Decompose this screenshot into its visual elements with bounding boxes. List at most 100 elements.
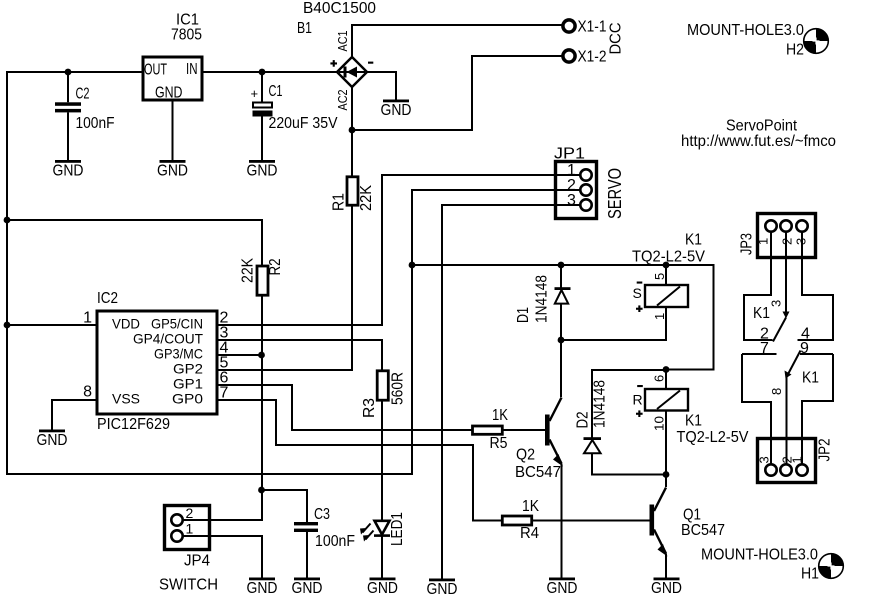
svg-text:IC1: IC1: [176, 12, 199, 29]
svg-text:R2: R2: [267, 258, 284, 275]
svg-text:3: 3: [757, 456, 772, 463]
svg-text:3: 3: [794, 238, 809, 245]
svg-text:D2: D2: [575, 411, 592, 428]
svg-text:S: S: [633, 285, 642, 301]
svg-text:GP5/CIN: GP5/CIN: [151, 316, 203, 332]
svg-text:6: 6: [652, 375, 667, 382]
svg-text:3: 3: [220, 325, 229, 342]
svg-text:2: 2: [780, 456, 795, 463]
svg-text:AC2: AC2: [335, 90, 350, 111]
svg-text:GND: GND: [547, 580, 578, 597]
svg-text:2: 2: [567, 177, 576, 194]
svg-text:Q1: Q1: [683, 507, 701, 524]
svg-text:22K: 22K: [358, 185, 375, 211]
svg-text:5: 5: [652, 273, 667, 280]
svg-text:GND: GND: [381, 102, 412, 119]
svg-text:GP3/MC: GP3/MC: [154, 346, 203, 362]
svg-text:3: 3: [769, 300, 784, 307]
svg-text:TQ2-L2-5V: TQ2-L2-5V: [632, 249, 705, 266]
svg-text:1: 1: [756, 238, 771, 245]
svg-text:C3: C3: [314, 506, 330, 523]
svg-text:http://www.fut.es/~fmco: http://www.fut.es/~fmco: [681, 133, 836, 150]
svg-text:K1: K1: [753, 305, 770, 322]
svg-text:R5: R5: [490, 435, 508, 452]
svg-text:PIC12F629: PIC12F629: [97, 416, 170, 433]
svg-text:H2: H2: [786, 42, 804, 59]
svg-text:JP1: JP1: [554, 146, 585, 163]
svg-text:R4: R4: [520, 525, 539, 542]
svg-text:X1-1: X1-1: [578, 19, 607, 36]
svg-text:IN: IN: [186, 61, 198, 78]
svg-text:MOUNT-HOLE3.0: MOUNT-HOLE3.0: [687, 22, 804, 39]
svg-text:220uF 35V: 220uF 35V: [269, 115, 338, 132]
svg-text:7: 7: [220, 385, 229, 402]
svg-text:1K: 1K: [522, 498, 539, 515]
svg-text:100nF: 100nF: [315, 533, 355, 550]
svg-text:JP4: JP4: [184, 553, 210, 570]
svg-text:560R: 560R: [390, 372, 407, 405]
svg-text:ServoPoint: ServoPoint: [726, 118, 798, 135]
svg-text:1K: 1K: [492, 407, 508, 424]
svg-text:7: 7: [760, 340, 769, 357]
svg-text:C1: C1: [269, 83, 283, 100]
svg-text:2: 2: [186, 505, 194, 521]
svg-text:B40C1500: B40C1500: [303, 0, 376, 17]
svg-text:8: 8: [83, 384, 92, 401]
svg-text:IC2: IC2: [97, 290, 118, 307]
svg-text:2: 2: [760, 326, 769, 343]
svg-text:GP0: GP0: [172, 391, 203, 407]
svg-text:VSS: VSS: [112, 391, 140, 407]
svg-text:R: R: [633, 392, 643, 408]
svg-text:B1: B1: [297, 20, 312, 37]
svg-text:GND: GND: [157, 163, 188, 180]
svg-text:DCC: DCC: [608, 23, 625, 55]
svg-text:6: 6: [220, 370, 229, 387]
svg-text:3: 3: [567, 192, 576, 209]
svg-text:OUT: OUT: [144, 62, 167, 79]
svg-text:7805: 7805: [171, 27, 202, 44]
svg-text:X1-2: X1-2: [578, 49, 607, 66]
svg-text:K1: K1: [802, 370, 819, 387]
svg-text:R1: R1: [331, 193, 348, 211]
svg-text:D1: D1: [515, 307, 532, 323]
svg-text:1: 1: [652, 313, 667, 320]
svg-text:TQ2-L2-5V: TQ2-L2-5V: [677, 429, 749, 446]
svg-text:GND: GND: [247, 580, 278, 597]
svg-text:1: 1: [186, 521, 194, 537]
svg-text:C2: C2: [76, 86, 90, 103]
svg-text:2: 2: [780, 238, 795, 245]
svg-text:8: 8: [769, 388, 784, 395]
svg-text:SWITCH: SWITCH: [159, 577, 218, 594]
svg-text:+: +: [251, 86, 259, 101]
svg-text:2: 2: [220, 310, 229, 327]
svg-text:1N4148: 1N4148: [592, 380, 609, 428]
svg-text:GND: GND: [367, 580, 398, 597]
svg-text:BC547: BC547: [681, 522, 725, 539]
svg-text:5: 5: [220, 355, 229, 372]
svg-text:1: 1: [567, 162, 576, 179]
svg-text:GND: GND: [651, 580, 682, 597]
svg-text:JP3: JP3: [739, 233, 756, 255]
svg-text:1N4148: 1N4148: [534, 275, 551, 323]
svg-text:9: 9: [800, 340, 809, 357]
svg-text:4: 4: [801, 326, 810, 343]
svg-text:GP2: GP2: [173, 361, 203, 377]
svg-text:LED1: LED1: [389, 512, 406, 546]
svg-text:H1: H1: [801, 566, 819, 583]
svg-text:AC1: AC1: [335, 31, 350, 52]
svg-text:K1: K1: [685, 232, 702, 249]
svg-text:GND: GND: [37, 432, 68, 449]
svg-text:22K: 22K: [240, 258, 257, 283]
svg-text:JP2: JP2: [817, 438, 834, 461]
svg-text:GND: GND: [53, 163, 84, 180]
svg-text:4: 4: [220, 340, 229, 357]
svg-text:GND: GND: [155, 85, 183, 102]
svg-text:1: 1: [83, 310, 92, 327]
svg-text:GND: GND: [292, 580, 323, 597]
svg-text:100nF: 100nF: [76, 115, 115, 132]
svg-text:10: 10: [652, 416, 667, 431]
svg-text:K1: K1: [685, 413, 702, 430]
svg-text:GND: GND: [247, 163, 278, 180]
svg-text:GP4/COUT: GP4/COUT: [133, 331, 203, 347]
svg-text:1: 1: [790, 456, 805, 463]
